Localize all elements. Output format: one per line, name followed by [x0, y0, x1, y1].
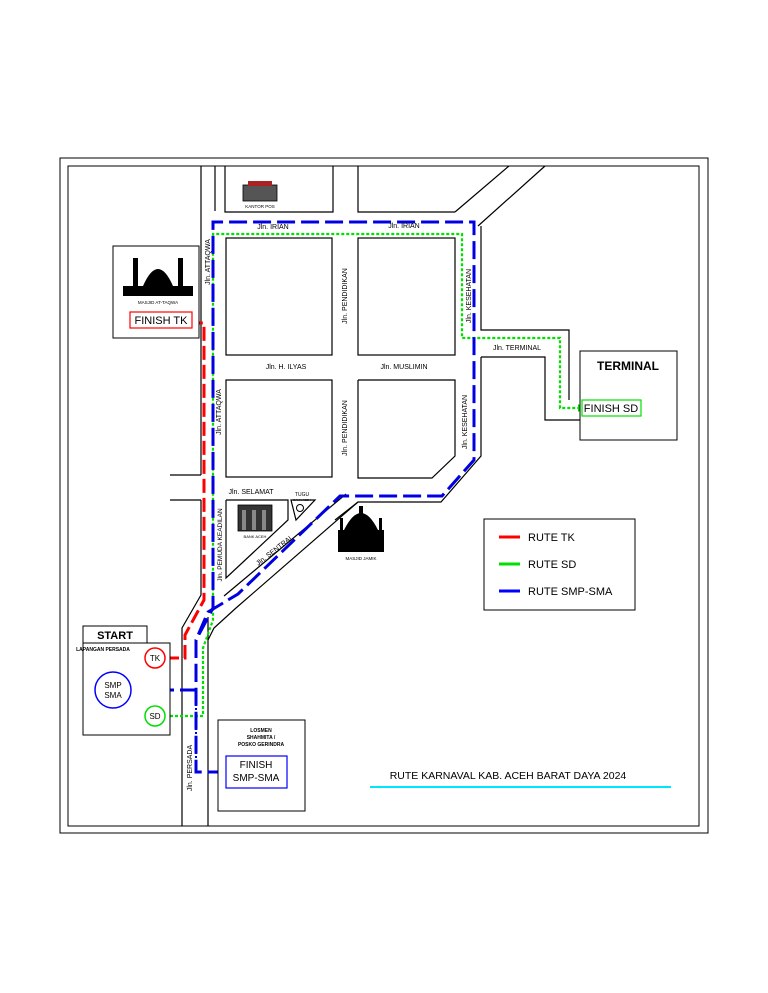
tk-marker [144, 647, 166, 669]
legend-label-tk: RUTE TK [528, 532, 576, 544]
finish-smp-line-1: FINISH [240, 760, 273, 771]
outer-frame [59, 157, 709, 834]
street-pemuda: Jln. PEMUDA KEADILAN [217, 508, 224, 582]
finish-sd-box [581, 399, 642, 417]
masjid-attaqwa-label: MASJID AT-TAQWA [138, 300, 178, 305]
kantor-pos-label: KANTOR POS [245, 204, 274, 209]
sd-marker-label: SD [149, 712, 160, 721]
street-terminal: Jln. TERMINAL [493, 345, 541, 352]
legend-label-sd: RUTE SD [528, 559, 576, 571]
route-tk-line [165, 321, 206, 660]
street-pendidikan-top: Jln. PENDIDIKAN [342, 268, 349, 324]
losmen-line-2: SHAHMITA / [247, 735, 276, 741]
kantor-pos-icon [242, 184, 278, 202]
tugu-label: TUGU [295, 492, 310, 498]
road-network [170, 165, 580, 826]
street-selamat: Jln. SELAMAT [229, 489, 275, 496]
finish-tk-box [129, 311, 193, 329]
lapangan-label: LAPANGAN PERSADA [76, 647, 130, 653]
route-sd-line [165, 232, 578, 718]
kantor-pos: KANTOR POS [242, 181, 278, 209]
losmen-line-3: POSKO GERINDRA [238, 742, 285, 748]
sd-marker [144, 705, 166, 727]
smp-sma-marker [94, 671, 132, 709]
sma-marker-label: SMA [104, 691, 122, 700]
map-title: RUTE KARNAVAL KAB. ACEH BARAT DAYA 2024 [390, 770, 627, 782]
masjid-jamik-label: MASJID JAMIK [345, 556, 376, 561]
bank-aceh: BANK ACEH [237, 504, 273, 539]
street-kesehatan-bottom: Jln. KESEHATAN [462, 395, 469, 449]
inner-frame [67, 165, 700, 827]
street-persada: Jln. PERSADA [187, 745, 194, 792]
street-h-ilyas: Jln. H. ILYAS [266, 364, 307, 371]
finish-tk-label: FINISH TK [135, 315, 189, 327]
legend: RUTE TK RUTE SD RUTE SMP-SMA [483, 518, 636, 611]
terminal-label: TERMINAL [597, 359, 659, 373]
start-label: START [97, 630, 133, 642]
street-attaqwa-mid: Jln. ATTAQWA [216, 389, 223, 435]
terminal-box [579, 350, 678, 441]
street-muslimin: Jln. MUSLIMIN [380, 364, 427, 371]
tugu-icon [296, 504, 304, 512]
bank-aceh-label: BANK ACEH [244, 534, 267, 539]
route-smp-line [132, 220, 476, 774]
lapangan-line: LAPANGAN PERSADA [76, 647, 130, 653]
losmen-line-1: LOSMEN [250, 728, 272, 734]
street-pendidikan-bottom: Jln. PENDIDIKAN [342, 400, 349, 456]
mosque-icon [123, 258, 193, 296]
street-irian-right: Jln. IRIAN [388, 223, 420, 230]
finish-smp-line-2: SMP-SMA [233, 773, 280, 784]
smp-marker-label: SMP [104, 681, 121, 690]
tk-marker-label: TK [150, 654, 161, 663]
masjid-jamik: MASJID JAMIK [338, 506, 384, 561]
street-attaqwa-top: Jln. ATTAQWA [205, 239, 212, 285]
finish-smp-box [225, 755, 288, 789]
start-title-box [82, 625, 148, 644]
tugu: TUGU BANK ACEH [293, 492, 311, 512]
masjid-jamik-icon [338, 506, 384, 552]
finish-sd-label: FINISH SD [584, 403, 638, 415]
tugu-sublabel: BANK ACEH [293, 498, 310, 502]
street-kesehatan-top: Jln. KESEHATAN [466, 269, 473, 323]
legend-label-smp: RUTE SMP-SMA [528, 586, 613, 598]
street-irian-left: Jln. IRIAN [257, 224, 289, 231]
